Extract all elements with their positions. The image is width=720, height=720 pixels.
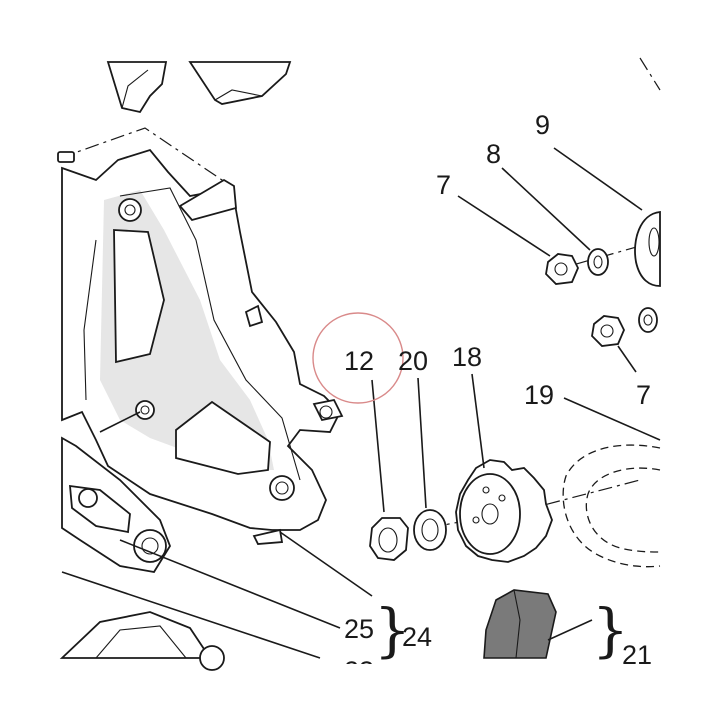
callout-18: 18 (452, 342, 482, 372)
pulley-9 (634, 211, 661, 287)
lower-pulley-fragment (59, 611, 225, 671)
callout-7-right: 7 (636, 380, 651, 410)
flange-nut-7-lower (591, 307, 658, 347)
callout-23: 23 (344, 656, 374, 686)
lock-nut-12 (369, 517, 409, 561)
tensioner-arm (61, 436, 171, 573)
washer-8 (587, 248, 609, 276)
callout-7-top: 7 (436, 170, 451, 200)
brace-21: } (592, 596, 629, 664)
callout-8: 8 (486, 139, 501, 169)
callout-25: 25 (344, 614, 374, 644)
toothed-pulley-18 (455, 459, 553, 563)
leader-lines (61, 147, 661, 659)
callout-21: 21 (622, 640, 652, 670)
belt-section-21 (483, 589, 557, 659)
callout-24: 24 (402, 622, 432, 652)
screw-fastener (57, 151, 75, 163)
flange-nut-7 (545, 253, 579, 285)
washer-20 (413, 509, 447, 551)
callout-19: 19 (524, 380, 554, 410)
callout-12: 12 (344, 346, 374, 376)
upper-bracket-fragment (106, 61, 292, 114)
callout-20: 20 (398, 346, 428, 376)
timing-belt-cover (61, 148, 344, 545)
highlight-circle (312, 312, 404, 404)
timing-belt-19 (562, 444, 661, 568)
callout-9: 9 (535, 110, 550, 140)
brace-24: } (374, 596, 411, 664)
